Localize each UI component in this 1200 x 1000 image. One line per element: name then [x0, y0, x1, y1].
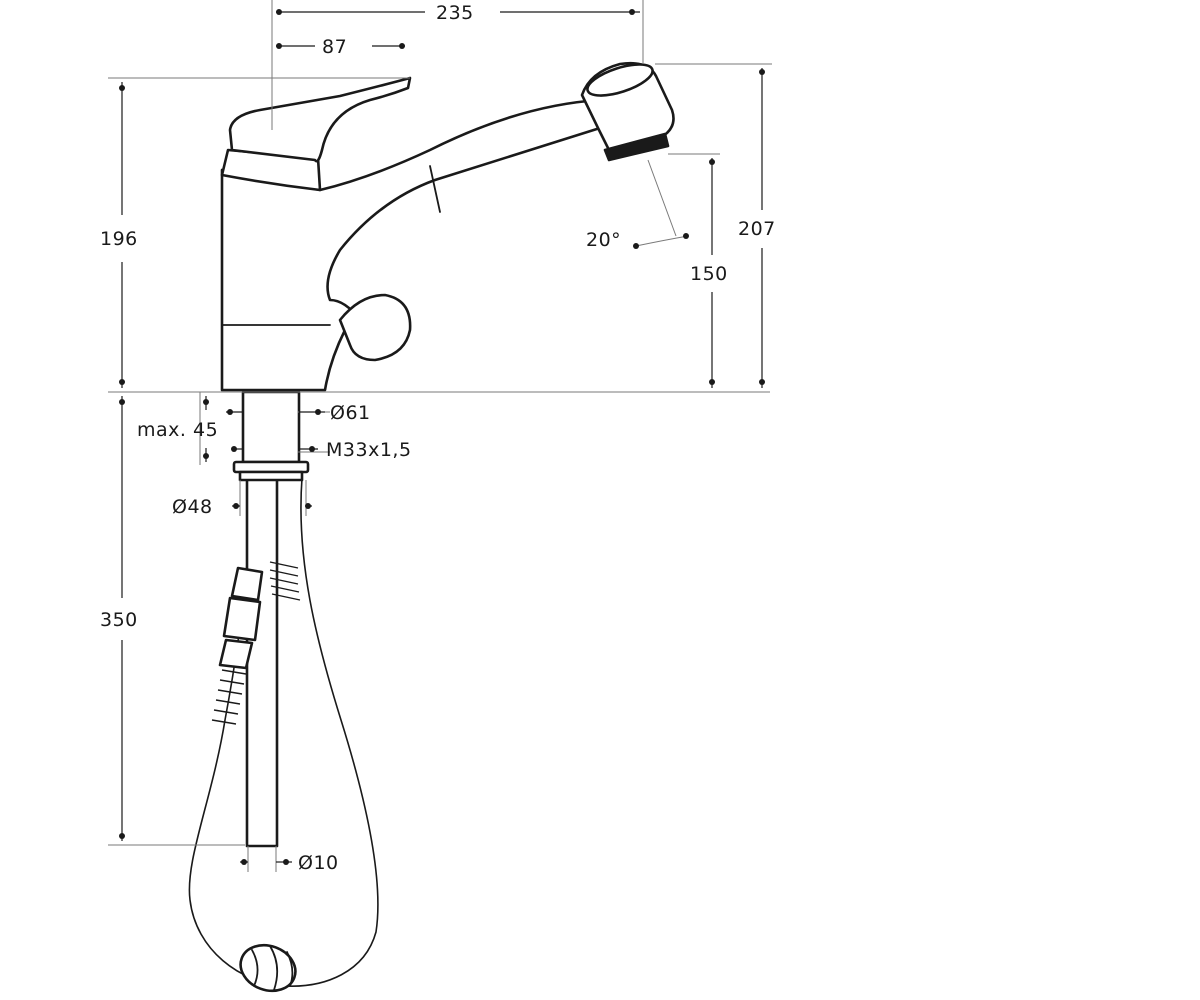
dim-label-height-lever: 196: [100, 228, 138, 250]
diverter-knob: [338, 293, 412, 362]
dim-label-pipe-diameter: Ø10: [298, 852, 339, 874]
dim-label-hole-diameter: Ø48: [172, 496, 213, 518]
dim-label-spout-clearance: 150: [690, 263, 728, 285]
hose-spring: [269, 561, 301, 601]
dim-label-height-spout: 207: [738, 218, 776, 240]
dimension-arrows: [119, 9, 765, 865]
spray-nozzle: [603, 132, 670, 162]
hose-connector: [211, 566, 264, 725]
dim-label-width-total: 235: [436, 2, 474, 24]
dim-label-spray-angle: 20°: [586, 229, 621, 251]
fixing-nut: [232, 460, 310, 474]
dim-label-base-diameter: Ø61: [330, 402, 371, 424]
hose-weight: [239, 943, 297, 993]
lever-handle: [228, 76, 412, 163]
dim-label-lever-reach: 87: [322, 36, 347, 58]
fixing-washer: [238, 470, 304, 482]
threaded-shank: [241, 390, 301, 464]
dimension-labels: 235 87 196 207 150 20° max. 45 Ø61 M33x1…: [100, 2, 776, 874]
dim-label-hose-length: 350: [100, 609, 138, 631]
dim-label-max-thickness: max. 45: [137, 419, 218, 441]
pull-out-hose: [188, 472, 379, 987]
supply-pipe: [245, 476, 279, 848]
dim-label-thread: M33x1,5: [326, 439, 412, 461]
extension-lines: [108, 0, 772, 872]
spray-button: [586, 63, 654, 97]
faucet-body: [188, 61, 675, 993]
cartridge-cap: [220, 148, 322, 192]
